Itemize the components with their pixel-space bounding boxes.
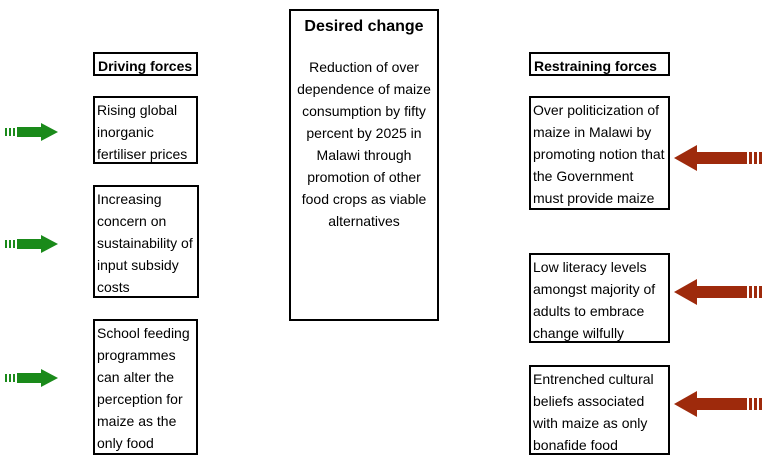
- desired-change-text: Reduction of over dependence of maize co…: [297, 59, 431, 229]
- driving-force-box: School feeding programmes can alter the …: [93, 319, 198, 455]
- driving-force-box: Increasing concern on sustainability of …: [93, 185, 199, 298]
- restraining-force-box: Entrenched cultural beliefs associated w…: [529, 365, 670, 455]
- driving-force-arrow: [5, 235, 58, 253]
- restraining-force-arrow: [674, 391, 762, 417]
- desired-change-box: Desired change Reduction of over depende…: [289, 9, 439, 321]
- desired-change-title: Desired change: [304, 18, 424, 35]
- restraining-forces-header: Restraining forces: [529, 52, 670, 76]
- restraining-force-arrow: [674, 279, 762, 305]
- driving-force-arrow: [5, 369, 58, 387]
- restraining-force-box: Low literacy levels amongst majority of …: [529, 253, 670, 343]
- restraining-force-arrow: [674, 145, 762, 171]
- driving-force-arrow: [5, 123, 58, 141]
- driving-forces-header: Driving forces: [93, 52, 198, 76]
- restraining-force-box: Over politicization of maize in Malawi b…: [529, 96, 670, 210]
- driving-force-box: Rising global inorganic fertiliser price…: [93, 96, 198, 164]
